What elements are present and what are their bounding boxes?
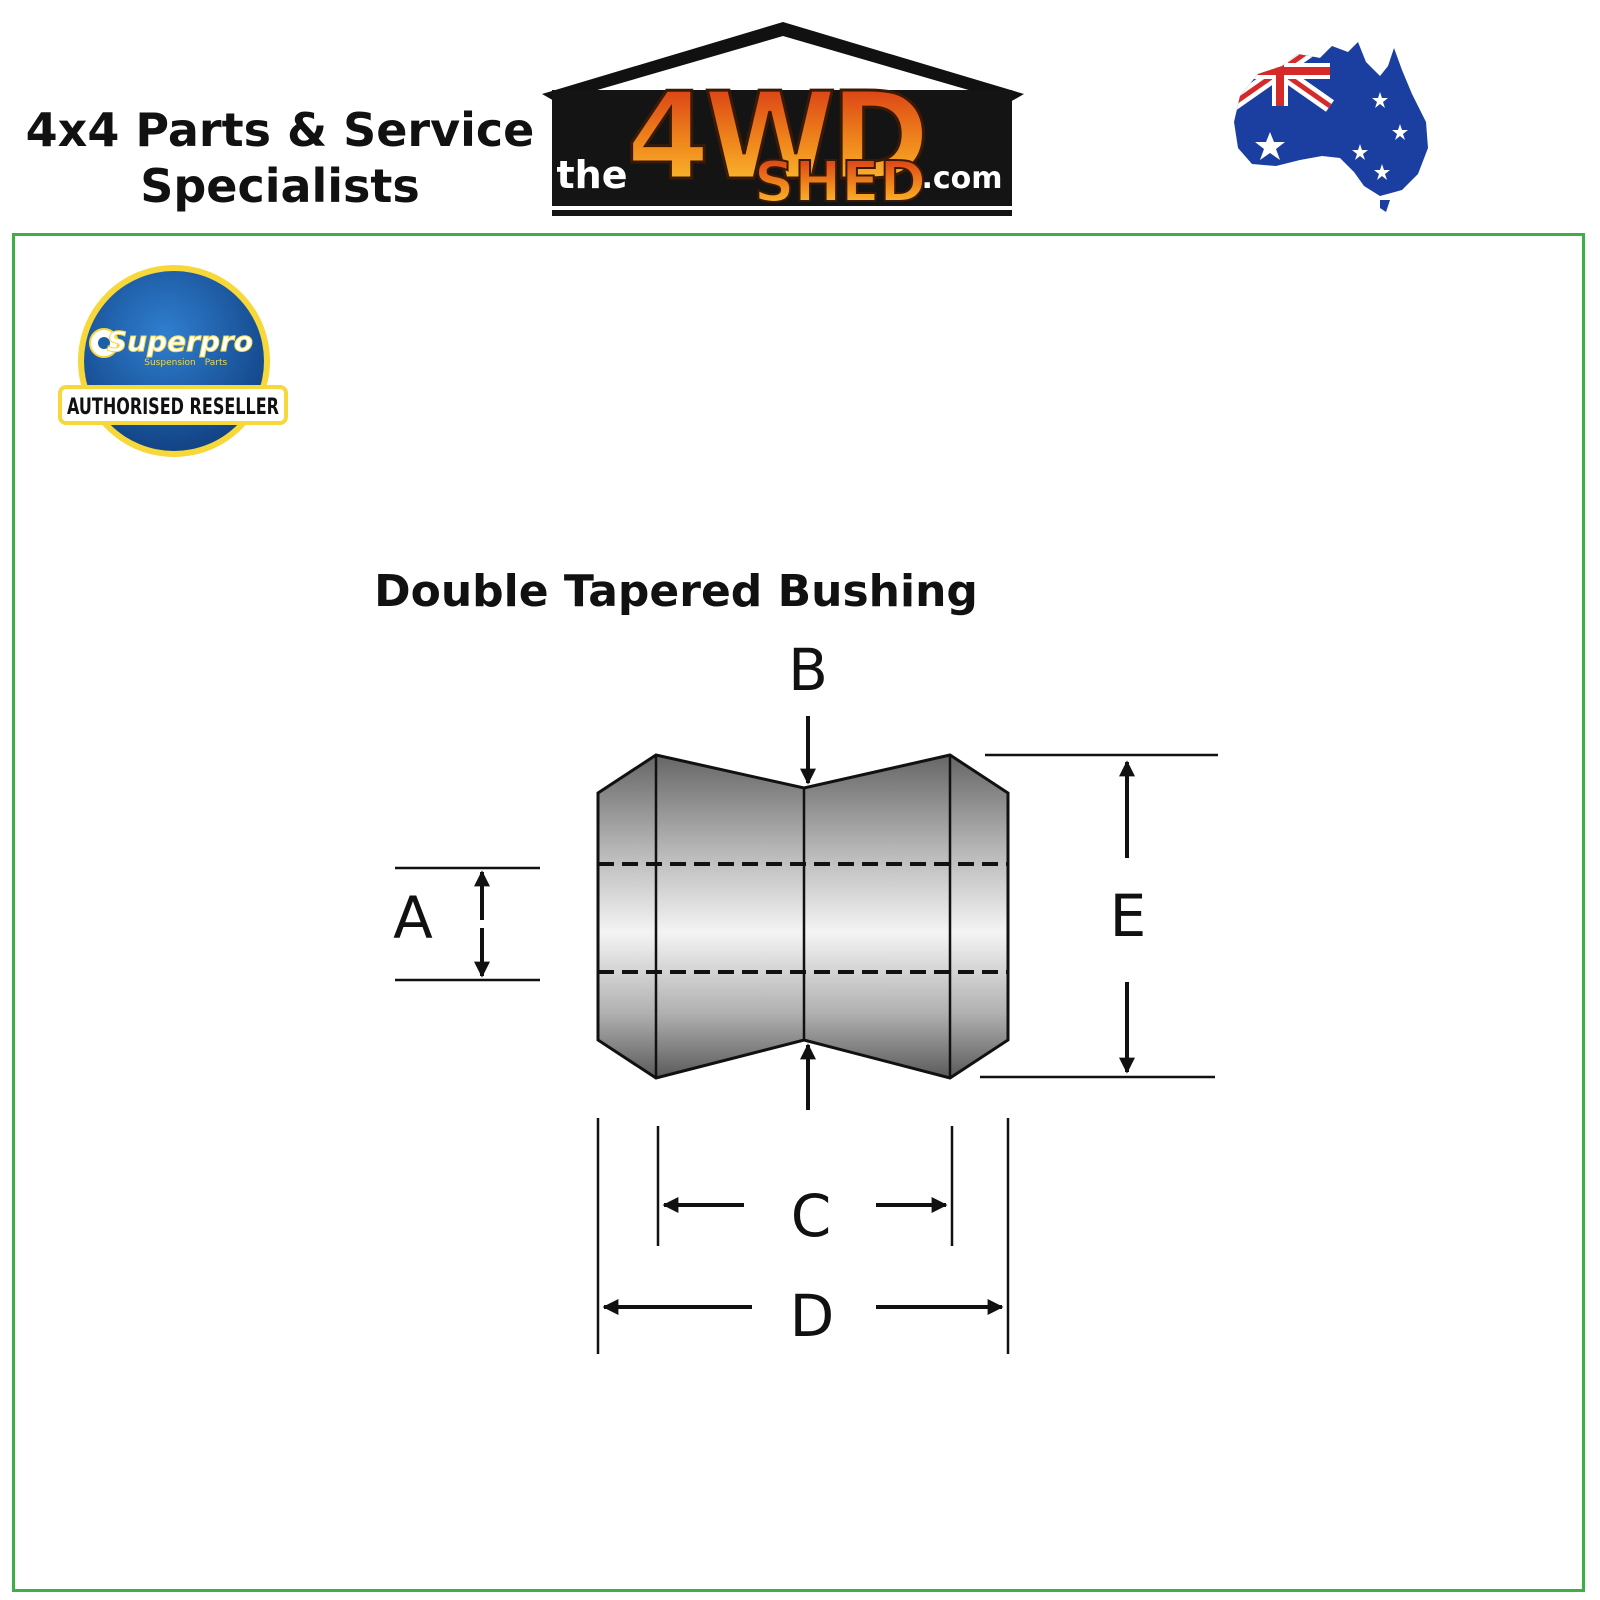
australia-flag-map-icon (1234, 42, 1428, 212)
authorised-reseller-label: AUTHORISED RESELLER (67, 395, 279, 420)
site-header: 4x4 Parts & Service Specialists the 4WD … (0, 0, 1600, 232)
label-b: B (788, 636, 828, 704)
dimension-d: D (596, 1118, 1010, 1354)
shed-body (552, 90, 1012, 208)
logo-suffix: .com (921, 161, 1002, 196)
tagline-line-2: Specialists (140, 159, 420, 213)
bushing-body (596, 753, 1010, 1080)
diagram-title: Double Tapered Bushing (374, 566, 978, 617)
label-a: A (393, 884, 433, 952)
superpro-authorised-reseller-badge: Superpro Suspension Parts AUTHORISED RES… (58, 265, 288, 457)
dimension-b: B (788, 636, 828, 1110)
tagline-line-1: 4x4 Parts & Service (25, 103, 535, 157)
logo-word: SHED (754, 150, 926, 215)
superpro-sub-1: Suspension (144, 358, 195, 368)
dimension-a: A (393, 866, 540, 982)
superpro-brand: Superpro (107, 325, 253, 358)
label-c: C (791, 1182, 832, 1250)
label-d: D (790, 1282, 835, 1350)
dimension-c: C (656, 1126, 954, 1250)
superpro-sub-2: Parts (205, 358, 228, 368)
tagline: 4x4 Parts & Service Specialists (20, 102, 540, 214)
dimension-e: E (980, 753, 1218, 1079)
content-frame (12, 233, 1585, 1592)
label-e: E (1110, 882, 1147, 950)
logo-number: 4WD (626, 68, 924, 207)
superpro-logo-icon (89, 328, 119, 358)
the-4wd-shed-logo[interactable]: the 4WD SHED .com (540, 18, 1040, 218)
logo-prefix: the (557, 153, 628, 197)
